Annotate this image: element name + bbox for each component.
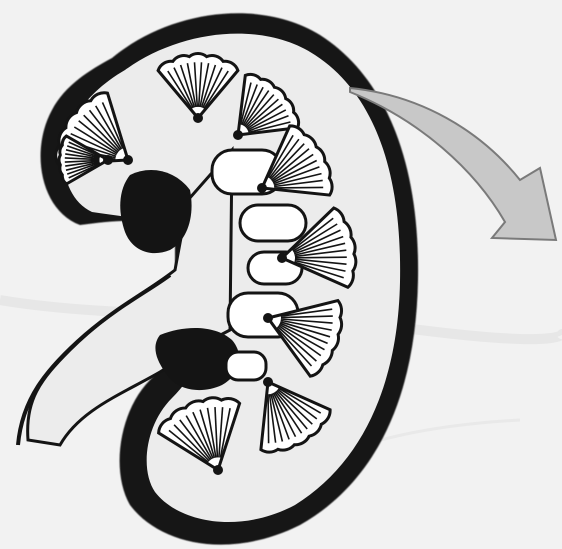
papilla-tip xyxy=(263,377,273,387)
pyramid-striation xyxy=(295,257,347,258)
pyramid-striation xyxy=(274,187,323,188)
papilla-tip xyxy=(103,155,113,165)
calyx xyxy=(226,352,266,380)
papilla-tip xyxy=(213,465,223,475)
papilla-tip xyxy=(257,183,267,193)
papilla-tip xyxy=(233,130,243,140)
papilla-tip xyxy=(123,155,133,165)
papilla-tip xyxy=(193,113,203,123)
papilla-tip xyxy=(263,313,273,323)
pyramid-striation xyxy=(268,394,269,443)
papilla-tip xyxy=(277,253,287,263)
calyx xyxy=(240,205,306,241)
